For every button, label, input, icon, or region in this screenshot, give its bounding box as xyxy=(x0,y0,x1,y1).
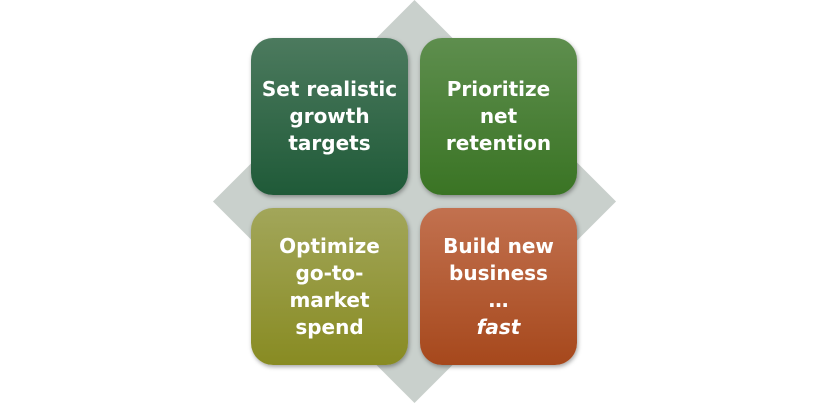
fast-emphasis: fast xyxy=(476,314,521,339)
quadrant-gtm-spend: Optimize go-to-market spend xyxy=(251,208,408,365)
quadrant-growth-targets: Set realistic growth targets xyxy=(251,38,408,195)
new-business-text: Build new business … xyxy=(443,233,554,312)
quadrant-net-retention: Prioritize net retention xyxy=(420,38,577,195)
quadrant-new-business: Build new business …fast xyxy=(420,208,577,365)
